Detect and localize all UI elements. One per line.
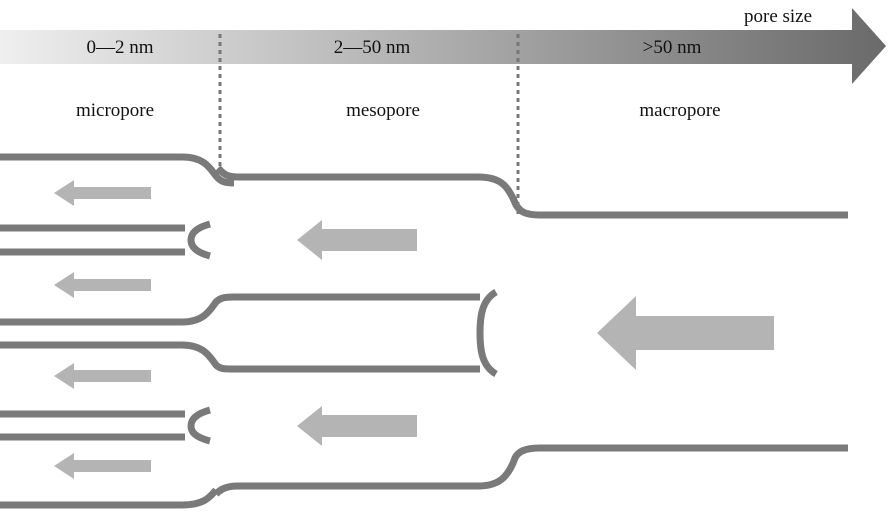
- micropore-flow-arrow-3: [54, 363, 151, 389]
- macropore-flow-arrow: [597, 296, 774, 370]
- micropore-6-bottom-wall: [0, 487, 219, 509]
- micropore-flow-arrow-2: [54, 272, 151, 298]
- range-label-meso: 2—50 nm: [334, 37, 411, 58]
- mesopore-block-end-cap: [476, 288, 498, 378]
- micropore-3-wall: [0, 293, 480, 326]
- pore-walls: [0, 153, 848, 509]
- micropore-flow-arrow-1: [54, 180, 151, 206]
- range-label-macro: >50 nm: [643, 37, 702, 58]
- mesopore-flow-arrow-lower: [297, 406, 417, 446]
- micropore-flow-arrow-4: [54, 453, 151, 479]
- axis-label: pore size: [744, 6, 812, 27]
- macropore-wall-bottom: [213, 444, 848, 497]
- class-label-micropore: micropore: [76, 100, 154, 121]
- micropore-4-wall: [0, 341, 480, 373]
- class-label-mesopore: mesopore: [346, 100, 420, 121]
- mesopore-flow-arrow-upper: [297, 220, 417, 260]
- flow-arrows: [54, 180, 774, 479]
- micropore-2-end-cap: [187, 220, 211, 260]
- micropore-1-top-wall: [0, 153, 235, 187]
- macropore-wall-top: [215, 165, 848, 219]
- micropore-5-end-cap: [187, 406, 211, 445]
- pore-size-axis-arrow: [0, 8, 886, 84]
- range-label-micro: 0—2 nm: [86, 37, 153, 58]
- class-label-macropore: macropore: [639, 100, 720, 121]
